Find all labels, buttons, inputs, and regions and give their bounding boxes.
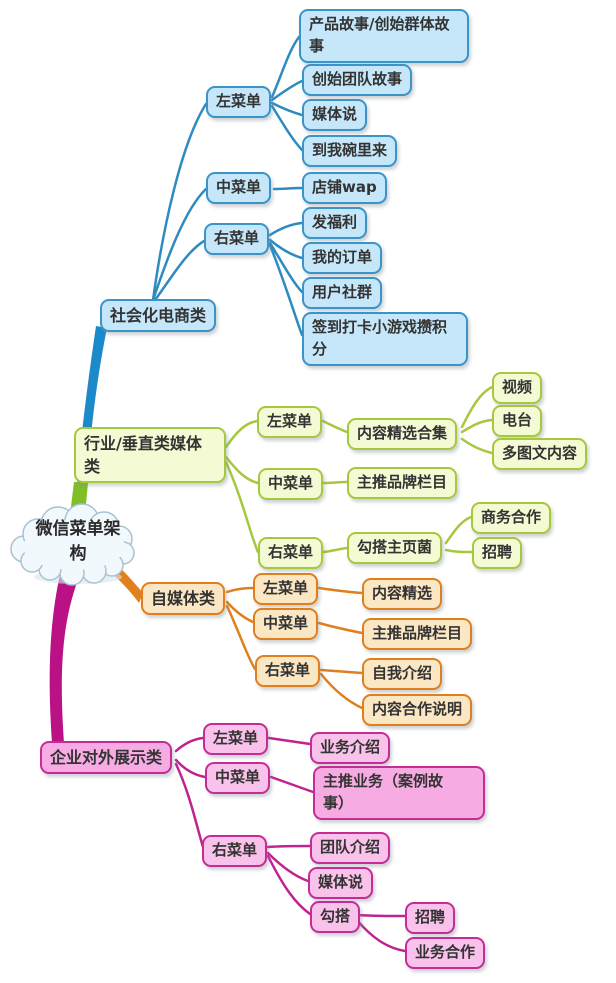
item-main-business-case[interactable]: 主推业务（案例故 事） xyxy=(313,766,485,820)
edge-send-benefits xyxy=(268,221,304,237)
item-shop-wap[interactable]: 店铺wap xyxy=(302,172,387,204)
edge-social-left-menu xyxy=(151,102,208,302)
edges-vertical-media xyxy=(224,385,494,554)
edge-my-orders xyxy=(268,238,304,260)
item-send-benefits[interactable]: 发福利 xyxy=(302,207,368,239)
selfmedia-menu-left[interactable]: 左菜单 xyxy=(253,573,319,605)
item-recruitment[interactable]: 招聘 xyxy=(472,537,523,569)
item-founder-team-story[interactable]: 创始团队故事 xyxy=(302,64,413,96)
edge-contact xyxy=(266,854,312,916)
item-user-community[interactable]: 用户社群 xyxy=(302,277,383,309)
selfmedia-menu-right[interactable]: 右菜单 xyxy=(255,655,321,687)
edge-checkin-game xyxy=(268,243,304,337)
edge-content-collection xyxy=(321,419,349,434)
edge-vert-left-menu xyxy=(224,419,259,449)
edge-product-story xyxy=(270,35,301,99)
branch-vertical-media[interactable]: 行业/垂直类媒体 类 xyxy=(74,427,226,484)
edge-main-business xyxy=(269,775,315,794)
enterprise-menu-middle[interactable]: 中菜单 xyxy=(205,762,271,794)
edge-content-selection xyxy=(317,586,364,595)
edge-content-coop-note xyxy=(319,672,364,710)
root-cloud xyxy=(10,503,135,586)
edge-contact-admin xyxy=(322,546,349,554)
item-business-intro[interactable]: 业务介绍 xyxy=(310,732,391,764)
edge-ent-mid-menu xyxy=(174,758,207,779)
edge-business-coop xyxy=(444,515,473,545)
vertical-menu-left[interactable]: 左菜单 xyxy=(257,406,323,438)
edge-self-intro xyxy=(319,668,364,675)
edge-ent-left-menu xyxy=(174,736,205,753)
edge-social-right-menu xyxy=(153,239,206,302)
branch-enterprise-display[interactable]: 企业对外展示类 xyxy=(40,741,173,775)
edge-user-community xyxy=(268,241,304,294)
edges-self-media xyxy=(225,586,364,710)
edge-multi-article xyxy=(460,437,494,455)
edge-business-intro xyxy=(267,736,312,746)
social-menu-left[interactable]: 左菜单 xyxy=(206,86,272,118)
branch-social-ecommerce[interactable]: 社会化电商类 xyxy=(100,299,217,333)
enterprise-menu-right[interactable]: 右菜单 xyxy=(202,835,268,867)
trunk-enterprise-display xyxy=(49,570,79,743)
item-contact[interactable]: 勾搭 xyxy=(310,901,361,933)
edges-social-ecommerce xyxy=(151,35,304,337)
edge-recruit-pink xyxy=(354,913,407,918)
item-radio[interactable]: 电台 xyxy=(492,405,543,437)
vertical-menu-middle[interactable]: 中菜单 xyxy=(258,468,324,500)
enterprise-menu-left[interactable]: 左菜单 xyxy=(203,723,269,755)
item-video[interactable]: 视频 xyxy=(492,372,543,404)
edge-self-left-menu xyxy=(225,586,255,594)
edge-vert-right-menu xyxy=(224,460,260,554)
social-menu-middle[interactable]: 中菜单 xyxy=(206,172,272,204)
item-my-orders[interactable]: 我的订单 xyxy=(302,242,383,274)
item-content-selection[interactable]: 内容精选 xyxy=(362,578,443,610)
item-content-cooperation-note[interactable]: 内容合作说明 xyxy=(362,694,473,726)
edge-media-says2 xyxy=(266,851,310,883)
item-self-intro[interactable]: 自我介绍 xyxy=(362,658,443,690)
item-checkin-game-points[interactable]: 签到打卡小游戏攒积 分 xyxy=(302,312,468,366)
item-contact-admin[interactable]: 勾搭主页菌 xyxy=(347,532,443,564)
social-menu-right[interactable]: 右菜单 xyxy=(204,223,270,255)
edge-ent-right-menu xyxy=(174,762,205,849)
selfmedia-menu-middle[interactable]: 中菜单 xyxy=(253,608,319,640)
item-product-story[interactable]: 产品故事/创始群体故 事 xyxy=(299,9,469,63)
item-recruitment-2[interactable]: 招聘 xyxy=(405,902,456,934)
item-come-to-my-bowl[interactable]: 到我碗里来 xyxy=(302,135,398,167)
edge-social-mid-menu xyxy=(151,187,208,302)
edge-self-mid-menu xyxy=(225,600,255,624)
item-main-brand-column-2[interactable]: 主推品牌栏目 xyxy=(362,618,473,650)
edge-radio xyxy=(460,418,494,434)
edge-video xyxy=(460,385,494,429)
item-media-says-2[interactable]: 媒体说 xyxy=(308,867,374,899)
vertical-menu-right[interactable]: 右菜单 xyxy=(258,537,324,569)
edge-founder-team-story xyxy=(270,79,304,102)
edge-biz-coop-pink xyxy=(354,917,407,953)
edge-vert-mid-menu xyxy=(224,455,260,485)
edge-main-brand-column2 xyxy=(317,621,364,635)
item-team-intro[interactable]: 团队介绍 xyxy=(310,832,391,864)
root-node[interactable]: 微信菜单架 构 xyxy=(35,519,121,564)
edge-shop-wap xyxy=(272,186,304,191)
edge-recruit-green xyxy=(444,548,474,554)
edge-self-right-menu xyxy=(225,604,257,671)
edge-come-to-my-bowl xyxy=(270,104,304,152)
item-business-cooperation-2[interactable]: 业务合作 xyxy=(405,937,486,969)
item-media-says[interactable]: 媒体说 xyxy=(302,99,368,131)
edge-team-intro xyxy=(266,844,312,849)
item-business-cooperation[interactable]: 商务合作 xyxy=(471,502,552,534)
branch-self-media[interactable]: 自媒体类 xyxy=(141,582,226,616)
item-main-brand-column[interactable]: 主推品牌栏目 xyxy=(347,467,458,499)
edge-main-brand-column xyxy=(322,480,349,485)
item-content-collection[interactable]: 内容精选合集 xyxy=(347,418,458,450)
edge-media-says xyxy=(270,101,304,117)
item-multi-article[interactable]: 多图文内容 xyxy=(492,438,588,470)
